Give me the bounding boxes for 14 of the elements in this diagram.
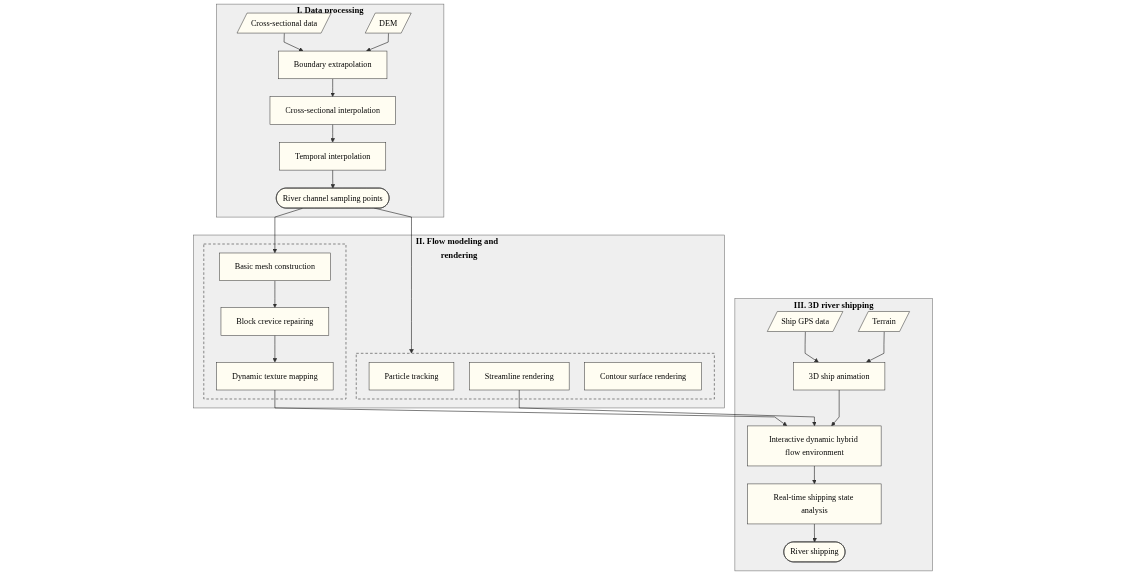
node-box: Particle tracking bbox=[368, 362, 455, 391]
node-box: Temporal interpolation bbox=[279, 142, 386, 171]
node-box: Dynamic texture mapping bbox=[216, 362, 334, 391]
node-box: Interactive dynamic hybrid flow environment bbox=[747, 425, 882, 467]
node-box: Contour surface rendering bbox=[584, 362, 702, 391]
node-box: Basic mesh construction bbox=[219, 252, 331, 281]
cluster bbox=[203, 243, 347, 400]
node-box: Real-time shipping state analysis bbox=[747, 483, 882, 525]
node-box: Boundary extrapolation bbox=[278, 50, 388, 80]
cluster bbox=[356, 353, 715, 400]
node-box: Streamline rendering bbox=[469, 362, 570, 391]
node-box: Block crevice repairing bbox=[220, 307, 330, 336]
node-box: Cross-sectional interpolation bbox=[269, 96, 396, 125]
node-box: 3D ship animation bbox=[793, 362, 886, 391]
